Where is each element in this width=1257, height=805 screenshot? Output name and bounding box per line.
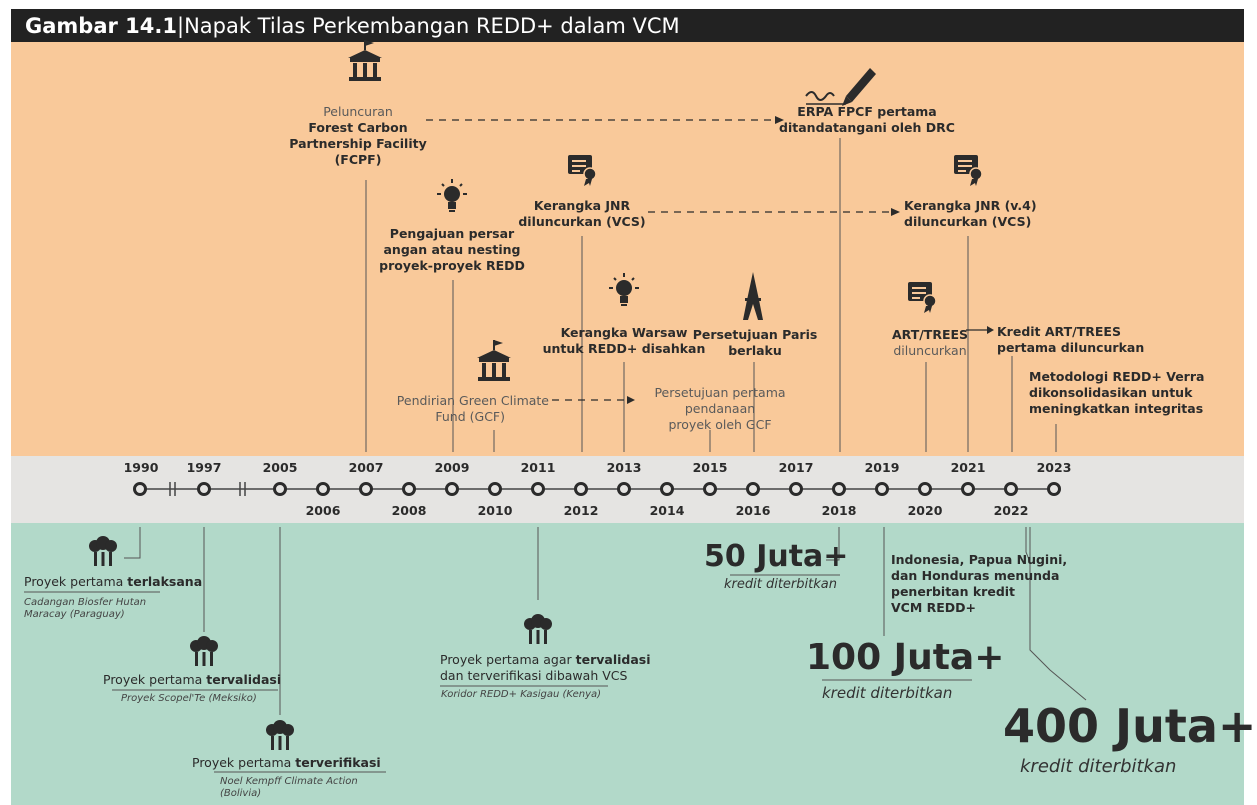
event-art-trees: ART/TREES diluncurkan [891,327,969,358]
year-label: 1997 [186,460,222,475]
underlines [24,574,972,773]
year-label: 2011 [520,460,556,475]
event-erpa: ERPA FPCF pertama ditandatangani oleh DR… [779,104,955,135]
pen-icon [805,68,876,106]
event-vcs-detail: Koridor REDD+ Kasigau (Kenya) [441,689,602,700]
event-verra: Metodologi REDD+ Verra dikonsolidasikan … [1029,369,1205,416]
year-label: 2014 [649,503,685,518]
event-nesting: Pengajuan persar angan atau nesting proy… [379,226,525,273]
figure-number: Gambar 14.1 [25,13,177,38]
event-gcf-approval: Persetujuan pertama pendanaan proyek ole… [654,385,786,432]
dashed-arrows [426,119,893,401]
event-first-validated-detail: Proyek Scopel'Te (Meksiko) [121,693,257,704]
event-vcs: Proyek pertama agar tervalidasi dan terv… [440,652,651,683]
institution-icon [476,339,512,382]
tree-icon [524,614,552,644]
year-label: 2023 [1036,460,1072,475]
event-indonesia: Indonesia, Papua Nugini, dan Honduras me… [891,552,1068,615]
tree-icon [190,636,218,666]
event-first-verified: Proyek pertama terverifikasi [192,755,381,770]
connectors-top [365,138,1057,452]
year-label: 2019 [864,460,900,475]
tree-icon [266,720,294,750]
year-label: 2006 [305,503,341,518]
certificate-icon [567,154,597,187]
figure-title: Gambar 14.1| Napak Tilas Perkembangan RE… [11,9,1244,42]
year-label: 2007 [348,460,384,475]
event-paris: Persetujuan Paris berlaku [692,327,818,358]
event-first-validated: Proyek pertama tervalidasi [103,672,282,687]
title-separator: | [176,13,185,38]
title-text: Napak Tilas Perkembangan REDD+ dalam VCM [184,13,680,38]
year-label: 2017 [778,460,814,475]
event-gcf: Pendirian Green Climate Fund (GCF) [396,393,549,424]
events-band-bottom [11,523,1244,805]
event-warsaw: Kerangka Warsaw untuk REDD+ disahkan [542,325,706,356]
connectors-bottom [124,527,1087,715]
lightbulb-icon [436,178,468,213]
year-label: 2005 [262,460,298,475]
year-label: 2010 [477,503,513,518]
year-label: 2018 [821,503,857,518]
year-label: 2008 [391,503,427,518]
year-label: 2009 [434,460,470,475]
timeline-axis [133,482,1061,496]
year-label: 1990 [123,460,159,475]
lightbulb-icon [608,272,640,307]
year-label: 2020 [907,503,943,518]
milestone-50m: 50 Juta+ [704,539,849,574]
certificate-icon [907,281,937,314]
tree-icon [89,536,117,566]
event-fcpf: Peluncuran Forest Carbon Partnership Fac… [289,104,427,167]
institution-icon [347,39,383,82]
eiffel-tower-icon [743,272,763,320]
year-label: 2016 [735,503,771,518]
milestone-100m-sub: kredit diterbitkan [822,684,953,702]
event-first-verified-detail: Noel Kempff Climate Action (Bolivia) [220,776,358,799]
year-label: 2022 [993,503,1029,518]
year-label: 2012 [563,503,599,518]
event-jnr-v4: Kerangka JNR (v.4) diluncurkan (VCS) [904,198,1037,229]
event-jnr: Kerangka JNR diluncurkan (VCS) [518,198,646,229]
milestone-50m-sub: kredit diterbitkan [724,577,837,592]
milestone-400m-sub: kredit diterbitkan [1020,756,1177,777]
certificate-icon [953,154,983,187]
milestone-400m: 400 Juta+ [1003,699,1257,753]
arrow-heads [627,116,994,404]
milestone-100m: 100 Juta+ [806,637,1005,678]
year-label: 2015 [692,460,728,475]
event-art-credit: Kredit ART/TREES pertama diluncurkan [997,324,1145,355]
events-band-top [11,42,1244,456]
event-first-implemented: Proyek pertama terlaksana [24,574,203,589]
year-label: 2013 [606,460,642,475]
year-label: 2021 [950,460,986,475]
event-first-implemented-detail: Cadangan Biosfer Hutan Maracay (Paraguay… [24,597,147,620]
